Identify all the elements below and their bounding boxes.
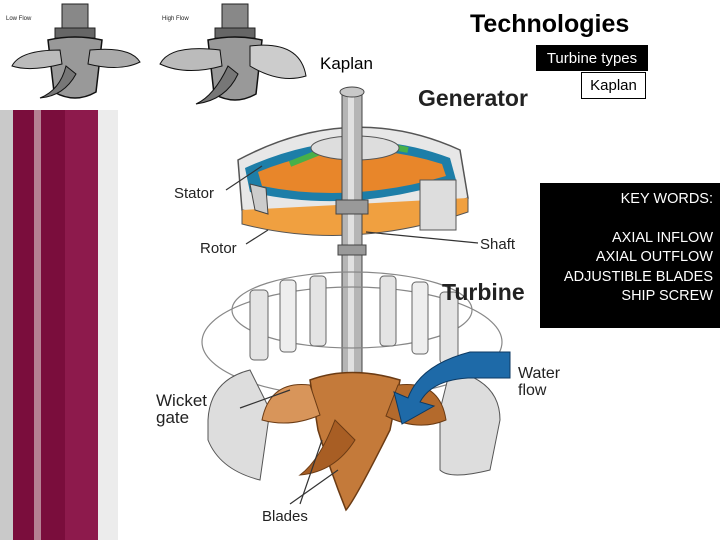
rotor-label: Rotor [200,240,237,257]
high-flow-caption: High Flow [162,16,189,22]
key-word-item: ADJUSTIBLE BLADES [563,268,713,285]
key-words-panel: KEY WORDS: AXIAL INFLOW AXIAL OUTFLOW AD… [540,183,720,328]
leader-lines [225,165,479,505]
generator-label: Generator [418,85,528,111]
slide-title: Technologies [470,10,630,38]
maroon-bar-3 [65,110,98,540]
kaplan-caption: Kaplan [320,54,373,73]
blades-label: Blades [262,508,308,525]
kaplan-link[interactable]: Kaplan [581,72,646,99]
key-word-item: AXIAL OUTFLOW [595,249,713,265]
wicket-gate-label-line1: Wicket [156,391,207,410]
left-decorative-bars [0,110,118,540]
pink-stripe [34,110,41,540]
key-word-item: SHIP SCREW [621,288,713,304]
shaft [335,86,369,421]
light-bar [98,110,118,540]
water-flow-arrow [393,351,511,425]
stator-label: Stator [174,185,214,202]
wicket-gate [201,271,503,481]
low-flow-caption: Low Flow [6,16,32,22]
kaplan-turbine-diagram: Generator Stator Rotor Shaft Turbine Wat… [156,85,561,525]
runner-photo: Low Flow High Flow [0,0,308,110]
wicket-gate-label-line2: gate [156,408,189,427]
low-flow-runner-icon [11,3,141,99]
key-word-item: AXIAL INFLOW [612,229,713,246]
maroon-bar-1 [13,110,34,540]
water-flow-label-line2: flow [518,382,547,399]
high-flow-runner-icon [159,3,307,105]
gray-bar [0,110,13,540]
maroon-bar-2 [41,110,65,540]
water-flow-label-line1: Water [518,365,561,382]
turbine-types-link[interactable]: Turbine types [536,45,648,71]
turbine-label: Turbine [442,279,525,305]
key-words-heading: KEY WORDS: [620,191,713,207]
shaft-label: Shaft [480,236,516,253]
